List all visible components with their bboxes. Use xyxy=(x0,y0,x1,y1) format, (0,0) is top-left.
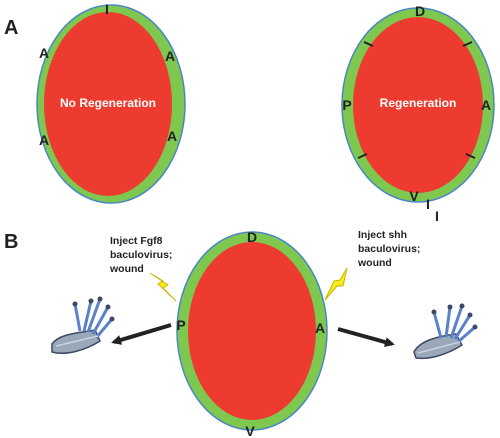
right-note-line: baculovirus; xyxy=(358,243,420,255)
label-right-lower: A xyxy=(167,128,177,144)
center-label: No Regeneration xyxy=(60,96,156,110)
panel-b-label: B xyxy=(4,231,18,253)
label-left-upper: A xyxy=(39,45,49,61)
no-regeneration-diagram: I A A A A No Regeneration xyxy=(36,1,186,204)
panel-a-label: A xyxy=(4,17,18,39)
regenerated-limb-icon xyxy=(413,303,478,360)
center-label: Regeneration xyxy=(380,96,457,110)
left-note-line: wound xyxy=(109,263,144,275)
lightning-bolt-icon xyxy=(324,267,348,301)
arrow-to-left-limb xyxy=(111,323,172,345)
inner-region xyxy=(188,242,316,420)
label-left: P xyxy=(176,317,185,333)
label-bottom-extra-2: I xyxy=(435,208,439,224)
right-note: Inject shh baculovirus; wound xyxy=(357,229,423,269)
left-note-line: Inject Fgf8 xyxy=(110,235,163,247)
left-note-line: baculovirus; xyxy=(110,249,172,261)
label-bottom: V xyxy=(409,188,419,204)
tick xyxy=(462,41,473,47)
tick xyxy=(357,153,368,159)
grafting-diagram: D P A V xyxy=(176,229,328,438)
label-left: P xyxy=(342,97,351,113)
tick xyxy=(363,41,374,47)
label-right: A xyxy=(315,320,325,336)
label-right-upper: A xyxy=(165,48,175,64)
label-top: D xyxy=(247,229,257,245)
lightning-bolt-icon xyxy=(149,272,177,302)
regenerated-limb-icon xyxy=(51,296,115,354)
left-note: Inject Fgf8 baculovirus; wound xyxy=(109,235,175,275)
label-bottom: V xyxy=(245,423,255,438)
tick xyxy=(465,153,476,159)
label-top: I xyxy=(105,1,109,17)
segment-ticks xyxy=(357,41,476,159)
right-note-line: Inject shh xyxy=(358,229,407,241)
inner-region xyxy=(353,17,483,193)
arrow-to-right-limb xyxy=(337,327,395,347)
label-left-lower: A xyxy=(39,132,49,148)
label-right: A xyxy=(481,97,491,113)
right-note-line: wound xyxy=(357,257,392,269)
label-top: D xyxy=(415,3,425,19)
regeneration-diagram: D P A V I I Regeneration xyxy=(341,3,495,224)
label-bottom-extra-1: I xyxy=(426,196,430,212)
inner-region xyxy=(44,12,172,196)
